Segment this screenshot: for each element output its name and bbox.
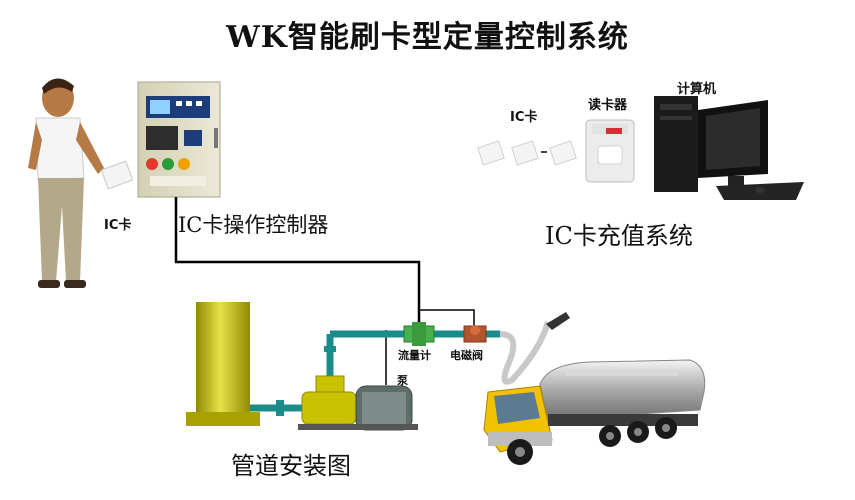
diagram-title: WK智能刷卡型定量控制系统 [226, 20, 629, 55]
recharge-card-label: IC卡 [510, 110, 538, 125]
tanker-truck [483, 359, 706, 465]
pipeline-diagram-label: 管道安装图 [231, 452, 351, 480]
card-reader-label: 读卡器 [588, 98, 628, 113]
loading-hose [499, 321, 551, 385]
controller-label: IC卡操作控制器 [178, 213, 329, 237]
valve-signal-wire [419, 309, 475, 330]
controller-cabinet [137, 81, 221, 198]
recharge-system-label: IC卡充值系统 [545, 222, 693, 250]
control-wire [174, 197, 421, 331]
computer-set [654, 96, 804, 200]
ic-card-in-hand [100, 160, 134, 190]
operator-person [28, 78, 104, 288]
solenoid-valve [463, 325, 487, 343]
card-reader-device [585, 119, 635, 183]
pump [298, 375, 418, 431]
pump-label: 泵 [397, 374, 408, 387]
loading-nozzle [546, 312, 570, 330]
flowmeter-label: 流量计 [398, 349, 431, 362]
pipe-flange-2 [324, 346, 336, 352]
storage-tank [186, 302, 260, 426]
flowmeter [403, 322, 435, 346]
person-ic-card-label: IC卡 [104, 218, 132, 233]
computer-label: 计算机 [677, 82, 717, 97]
recharge-ic-cards [477, 140, 577, 166]
solenoid-valve-label: 电磁阀 [450, 349, 483, 362]
pipe-flange [276, 400, 284, 416]
